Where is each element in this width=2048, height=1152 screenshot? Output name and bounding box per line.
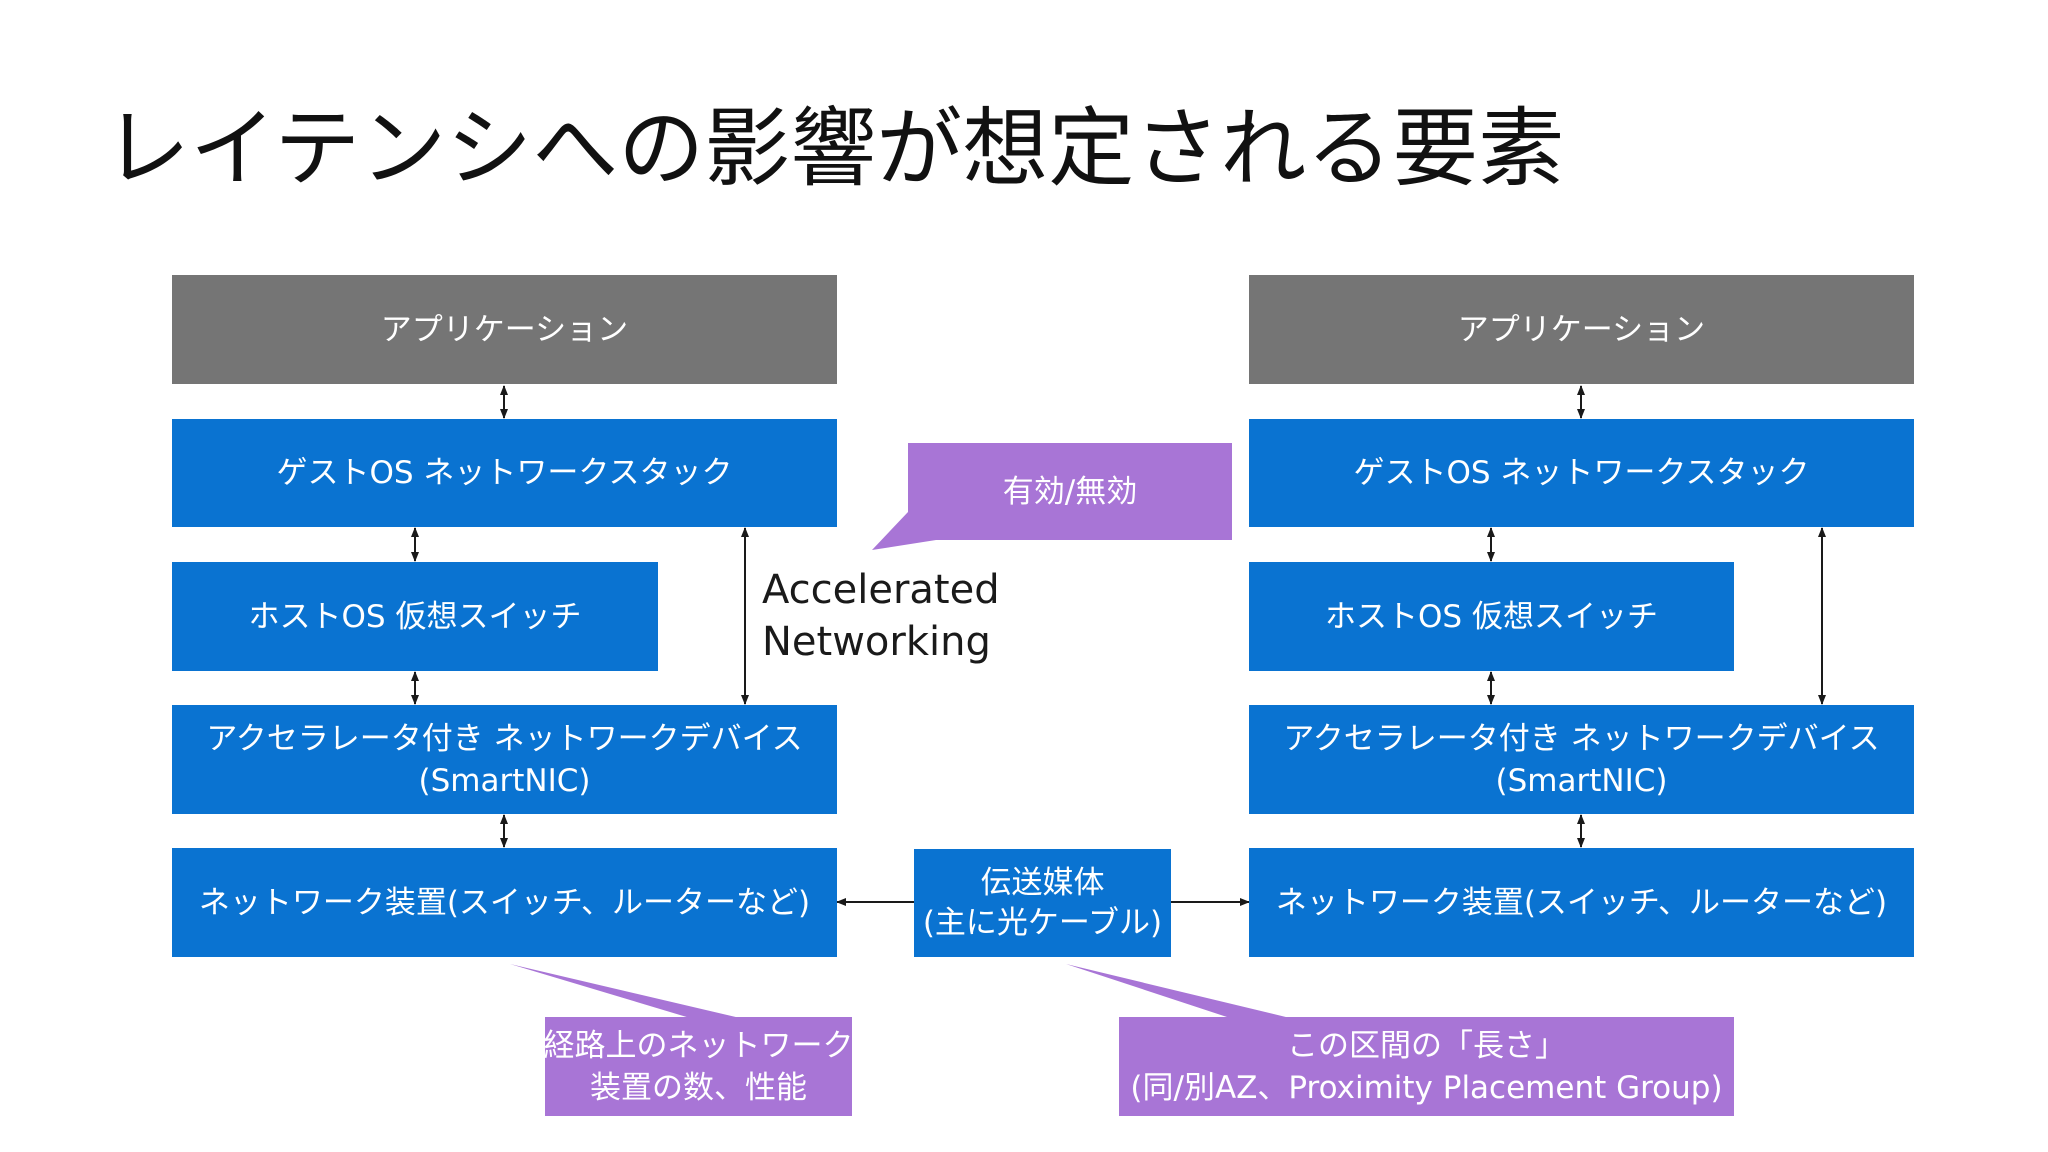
medium-label-line2: (主に光ケーブル) xyxy=(922,905,1163,941)
right-smartnic-label-line1: アクセラレータ付き ネットワークデバイス xyxy=(1283,720,1880,757)
left-guest-os-label: ゲストOS ネットワークスタック xyxy=(276,455,733,491)
callout-enable-disable: 有効/無効 xyxy=(908,443,1232,540)
left-smartnic-label-line1: アクセラレータ付き ネットワークデバイス xyxy=(206,720,803,757)
left-guest-os-box: ゲストOS ネットワークスタック xyxy=(172,419,837,527)
right-application-label: アプリケーション xyxy=(1457,311,1706,348)
medium-box: 伝送媒体 (主に光ケーブル) xyxy=(914,849,1171,957)
right-host-os-label: ホストOS 仮想スイッチ xyxy=(1325,598,1658,635)
callout-path-devices-line2: 装置の数、性能 xyxy=(590,1069,807,1106)
left-host-os-label: ホストOS 仮想スイッチ xyxy=(248,598,582,635)
right-smartnic-box: アクセラレータ付き ネットワークデバイス (SmartNIC) xyxy=(1249,705,1914,814)
left-smartnic-box: アクセラレータ付き ネットワークデバイス (SmartNIC) xyxy=(172,705,837,814)
right-smartnic-label-line2: (SmartNIC) xyxy=(1495,762,1668,799)
right-application-box: アプリケーション xyxy=(1249,275,1914,384)
right-host-os-box: ホストOS 仮想スイッチ xyxy=(1249,562,1734,671)
callout-tail-distance xyxy=(1066,964,1290,1018)
callout-path-devices: 経路上のネットワーク 装置の数、性能 xyxy=(543,1017,854,1116)
left-smartnic-label-line2: (SmartNIC) xyxy=(418,762,591,799)
callout-distance: この区間の「長さ」 (同/別AZ、Proximity Placement Gro… xyxy=(1119,1017,1734,1116)
left-network-device-label: ネットワーク装置(スイッチ、ルーターなど) xyxy=(198,884,811,921)
callout-distance-line2: (同/別AZ、Proximity Placement Group) xyxy=(1130,1069,1723,1106)
left-application-box: アプリケーション xyxy=(172,275,837,384)
callout-tail-enable xyxy=(872,512,936,550)
accelerated-networking-label: Accelerated Networking xyxy=(762,564,1000,668)
callout-enable-disable-label: 有効/無効 xyxy=(1002,473,1138,510)
right-network-device-box: ネットワーク装置(スイッチ、ルーターなど) xyxy=(1249,848,1914,957)
accelerated-label-line1: Accelerated xyxy=(762,567,1000,613)
medium-label-line1: 伝送媒体 xyxy=(980,865,1105,901)
callout-path-devices-line1: 経路上のネットワーク xyxy=(543,1027,854,1064)
accelerated-label-line2: Networking xyxy=(762,619,991,665)
callout-tail-path xyxy=(510,964,740,1018)
right-network-device-label: ネットワーク装置(スイッチ、ルーターなど) xyxy=(1275,884,1888,921)
page-title: レイテンシへの影響が想定される要素 xyxy=(104,99,1565,199)
left-application-label: アプリケーション xyxy=(380,311,629,348)
right-guest-os-box: ゲストOS ネットワークスタック xyxy=(1249,419,1914,527)
left-network-device-box: ネットワーク装置(スイッチ、ルーターなど) xyxy=(172,848,837,957)
callout-distance-line1: この区間の「長さ」 xyxy=(1287,1027,1566,1064)
left-host-os-box: ホストOS 仮想スイッチ xyxy=(172,562,658,671)
right-guest-os-label: ゲストOS ネットワークスタック xyxy=(1353,455,1810,491)
